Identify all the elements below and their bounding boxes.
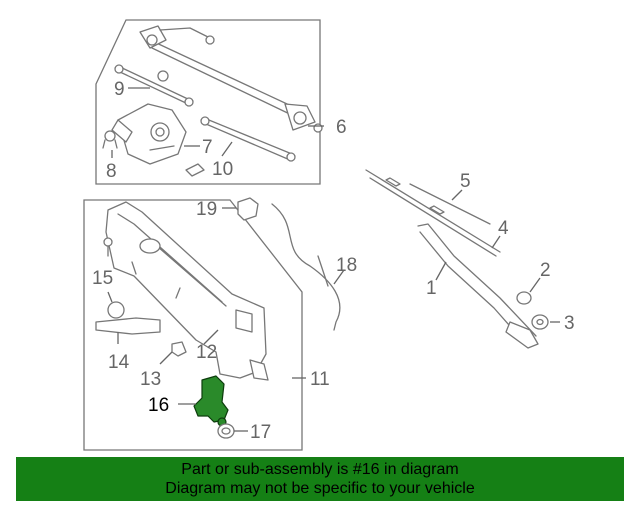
callout-4: 4: [498, 218, 509, 239]
callout-17: 17: [250, 422, 271, 443]
callout-5: 5: [460, 171, 471, 192]
banner-line-disclaimer: Diagram may not be specific to your vehi…: [165, 480, 475, 497]
callout-9: 9: [114, 79, 125, 100]
callout-1: 1: [426, 278, 437, 299]
callout-19: 19: [196, 199, 217, 220]
callout-12: 12: [196, 342, 217, 363]
callout-2: 2: [540, 260, 551, 281]
grommet: [185, 163, 205, 177]
nut-2: [516, 291, 532, 305]
level-sensor: [95, 301, 161, 335]
callout-13: 13: [140, 369, 161, 390]
washer-hose: [271, 203, 341, 331]
callout-15: 15: [92, 268, 113, 289]
callout-8: 8: [106, 161, 117, 182]
callout-6: 6: [336, 117, 347, 138]
bolt-upper: [103, 237, 113, 257]
linkage-rod-9: [114, 64, 194, 107]
washer-3: [531, 314, 549, 330]
callout-10: 10: [212, 159, 233, 180]
callout-18: 18: [336, 255, 357, 276]
fitment-banner: Part or sub-assembly is #16 in diagram D…: [16, 457, 624, 501]
wiper-arm: [417, 223, 539, 349]
callout-11: 11: [310, 369, 330, 390]
wiper-blade: [365, 169, 501, 257]
callout-16: 16: [148, 395, 169, 416]
washer-pump-highlighted: [193, 375, 229, 427]
callout-14: 14: [108, 352, 130, 373]
leader-lines: [107, 87, 560, 432]
parts-diagram: 1 2 3 4 5 6 7 8 9 10 11 12 13 14 15 16 1…: [83, 19, 575, 451]
pump-seal: [217, 423, 235, 439]
reservoir-cap: [237, 197, 259, 221]
bolt-8: [102, 130, 118, 149]
linkage-rod-10: [200, 116, 296, 162]
callout-7: 7: [202, 137, 213, 158]
callout-labels: 1 2 3 4 5 6 7 8 9 10 11 12 13 14 15 16 1…: [92, 79, 575, 443]
linkage-group-box: [95, 19, 321, 185]
wiper-motor: [111, 103, 187, 165]
reservoir-group-box: [83, 199, 303, 451]
blade-refill: [409, 183, 491, 225]
banner-line-part: Part or sub-assembly is #16 in diagram: [181, 461, 459, 478]
grommet-13: [171, 341, 187, 357]
washer-reservoir: [105, 201, 269, 381]
callout-3: 3: [564, 313, 575, 334]
